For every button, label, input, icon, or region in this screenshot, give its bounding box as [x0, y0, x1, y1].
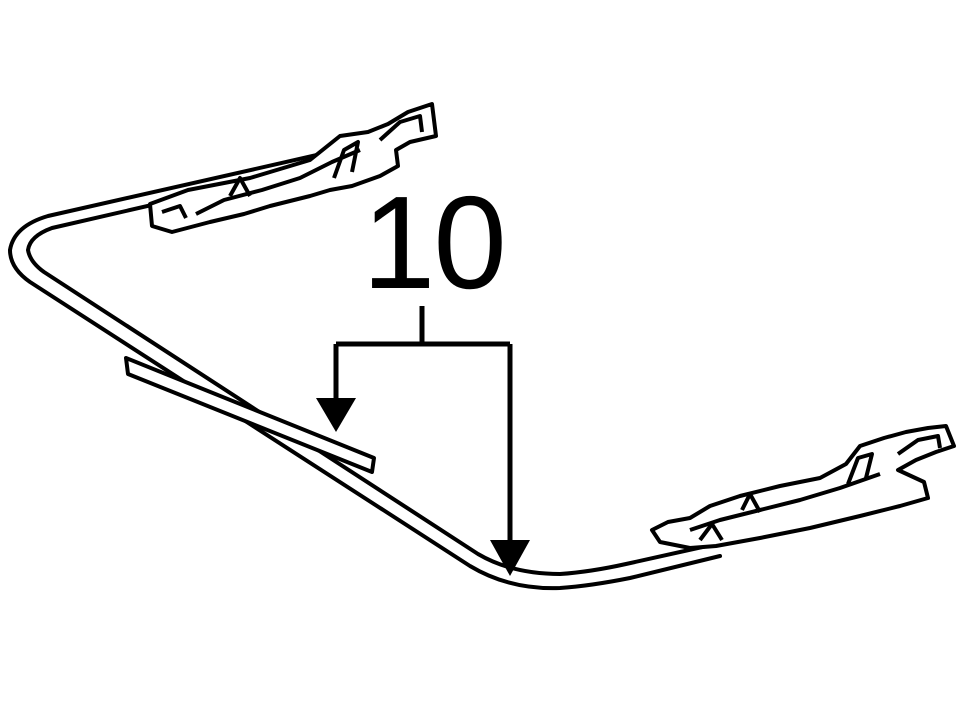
upper-bracket-detail-3: [332, 140, 360, 179]
callout-arrowheads: [316, 398, 530, 576]
weatherstrip-strip: [124, 356, 376, 474]
frame-seal: [8, 150, 722, 591]
upper-bracket-detail-5: [161, 204, 188, 219]
seal-inner-edge: [26, 162, 718, 576]
strip-outline: [124, 356, 376, 474]
upper-bracket: [148, 102, 438, 234]
seal-outer-edge: [8, 150, 722, 591]
lower-bracket-detail-4: [896, 434, 942, 456]
callout-leaders: [333, 306, 513, 545]
lower-bracket-detail-2: [740, 492, 762, 513]
upper-bracket-detail-1: [195, 148, 361, 216]
arrowhead-right: [490, 540, 530, 576]
lower-bracket: [650, 424, 956, 550]
upper-bracket-detail-2: [228, 176, 252, 197]
lower-bracket-detail-1: [689, 472, 881, 532]
upper-bracket-detail-4: [378, 114, 424, 142]
lower-bracket-detail-5: [698, 522, 724, 542]
lower-bracket-detail-3: [846, 452, 874, 485]
arrowhead-left: [316, 398, 356, 432]
callout-number-label: 10: [362, 169, 505, 316]
